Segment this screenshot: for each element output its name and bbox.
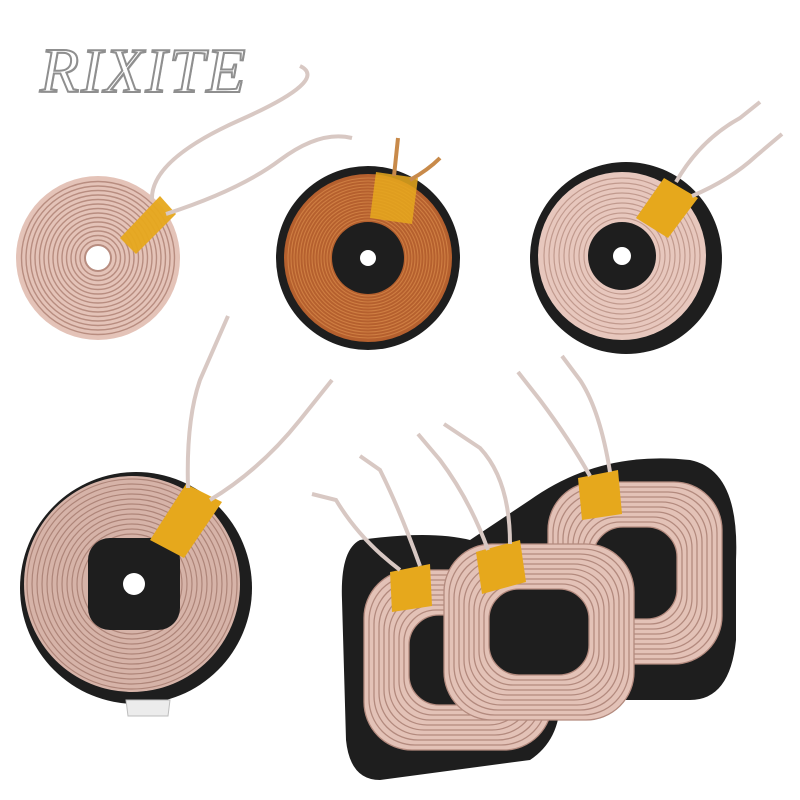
winding-turn: [583, 217, 661, 295]
winding-turn: [573, 207, 671, 305]
winding-turn: [74, 234, 122, 282]
winding-turn: [52, 212, 144, 304]
winding-turn: [296, 186, 440, 330]
winding-turn: [56, 216, 140, 300]
winding-turn: [61, 513, 203, 655]
winding-turn: [293, 183, 443, 333]
winding-turn: [323, 213, 413, 303]
winding-turn: [36, 488, 228, 680]
winding-turn: [34, 194, 162, 322]
winding-turn: [26, 478, 238, 690]
winding-turn: [81, 533, 183, 635]
winding-turn: [317, 207, 419, 309]
winding-turn: [79, 239, 117, 277]
winding-turn: [553, 187, 691, 325]
winding-turn: [76, 528, 188, 640]
winding-turn: [290, 180, 446, 336]
winding-turn: [488, 588, 590, 676]
rixite-watermark: RIXITE: [39, 34, 248, 107]
winding-turn: [320, 210, 416, 306]
winding-turn: [558, 192, 686, 320]
winding-turn: [287, 177, 449, 339]
winding-turn: [66, 518, 198, 650]
large-round-litz-coil-square-core: [20, 315, 334, 717]
winding-turn: [25, 185, 171, 331]
winding-turn: [302, 192, 434, 324]
triple-rectangular-coil-array: [311, 354, 737, 780]
round-litz-coil-on-ferrite: [530, 100, 784, 354]
winding-turn: [329, 219, 407, 297]
winding-turn: [563, 197, 681, 315]
winding-turn: [61, 221, 135, 295]
winding-turn: [568, 202, 676, 310]
winding-turn: [29, 189, 167, 327]
copper-enamel-coil-on-ferrite: [276, 137, 460, 350]
winding-turn: [71, 523, 193, 645]
winding-turn: [305, 195, 431, 321]
winding-turn: [56, 508, 208, 660]
winding-turn: [543, 177, 701, 335]
winding-turn: [299, 189, 437, 327]
winding-turn: [38, 198, 158, 318]
round-litz-coil-small: [16, 64, 353, 340]
winding-turn: [31, 483, 233, 685]
winding-turn: [51, 503, 213, 665]
winding-turn: [43, 203, 153, 313]
winding-turn: [70, 230, 126, 286]
winding-turn: [65, 225, 131, 291]
winding-turn: [548, 182, 696, 330]
winding-turn: [47, 207, 149, 309]
winding-turn: [311, 201, 425, 315]
winding-turn: [308, 198, 428, 318]
winding-turn: [326, 216, 410, 300]
winding-turn: [578, 212, 666, 300]
winding-turn: [20, 180, 176, 336]
winding-turn: [41, 493, 223, 675]
winding-turn: [314, 204, 422, 312]
winding-turn: [46, 498, 218, 670]
